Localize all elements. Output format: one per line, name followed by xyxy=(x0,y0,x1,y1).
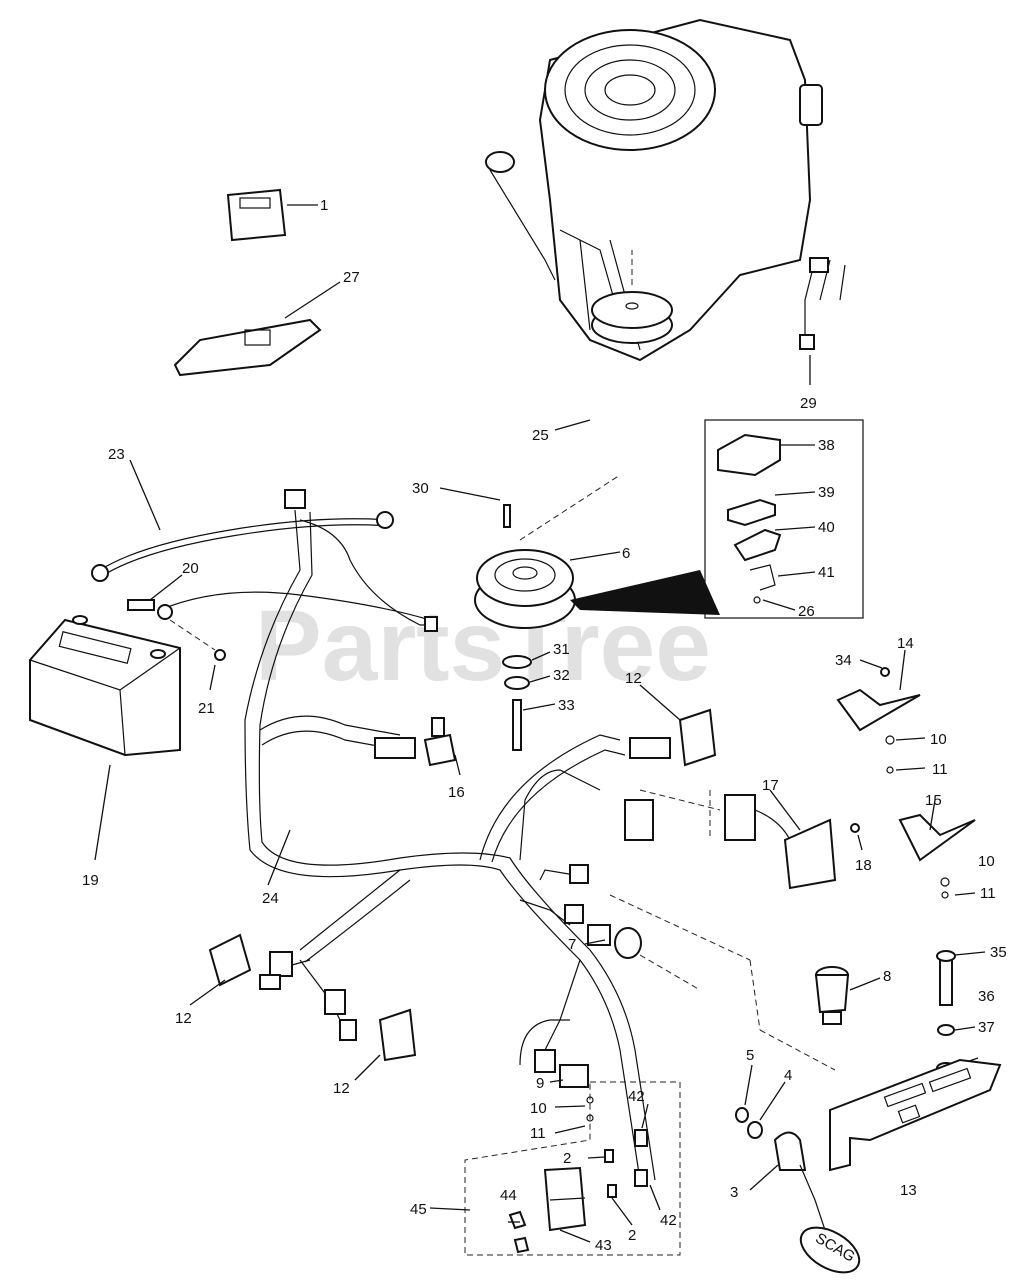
label-4: 4 xyxy=(784,1067,792,1084)
part-12-bottom-switch xyxy=(324,989,417,1081)
label-43: 43 xyxy=(595,1237,612,1254)
label-10-mid: 10 xyxy=(978,853,995,870)
part-29-plug xyxy=(799,257,846,385)
part-24-harness xyxy=(244,489,656,1181)
label-17: 17 xyxy=(762,777,779,794)
label-38: 38 xyxy=(818,437,835,454)
label-14: 14 xyxy=(897,635,914,652)
label-42-bottom: 42 xyxy=(660,1212,677,1229)
part-15-bracket xyxy=(898,799,976,899)
label-19: 19 xyxy=(82,872,99,889)
fuse-block-box xyxy=(429,1081,681,1256)
part-7-key-switch xyxy=(564,799,836,1071)
label-8: 8 xyxy=(883,968,891,985)
label-44: 44 xyxy=(500,1187,517,1204)
label-31: 31 xyxy=(553,641,570,658)
part-13-plate xyxy=(829,1058,1002,1172)
part-25-pulley xyxy=(554,250,673,431)
part-1-switch xyxy=(226,188,318,242)
label-10-bottom: 10 xyxy=(530,1100,547,1117)
label-15: 15 xyxy=(925,792,942,809)
label-42-top: 42 xyxy=(628,1088,645,1105)
label-9: 9 xyxy=(536,1075,544,1092)
callout-labels: 1 27 29 25 38 39 40 41 26 23 30 6 20 21 … xyxy=(82,197,1007,1254)
part-14-bracket xyxy=(836,649,926,774)
label-16: 16 xyxy=(448,784,465,801)
label-6: 6 xyxy=(622,545,630,562)
label-45: 45 xyxy=(410,1201,427,1218)
label-39: 39 xyxy=(818,484,835,501)
label-36: 36 xyxy=(978,988,995,1005)
part-30-pin xyxy=(439,487,511,528)
label-23: 23 xyxy=(108,446,125,463)
label-35: 35 xyxy=(990,944,1007,961)
label-11-top: 11 xyxy=(932,761,948,778)
part-27-bracket xyxy=(173,281,341,377)
part-12-top-switch xyxy=(629,684,717,767)
part-23-cable xyxy=(91,459,394,582)
part-19-battery xyxy=(29,615,181,861)
label-21: 21 xyxy=(198,700,215,717)
label-27: 27 xyxy=(343,269,360,286)
label-1: 1 xyxy=(320,197,328,214)
engine xyxy=(485,18,823,362)
label-41: 41 xyxy=(818,564,835,581)
label-34: 34 xyxy=(835,652,852,669)
label-12-top: 12 xyxy=(625,670,642,687)
parts-31-33-fasteners xyxy=(502,651,556,751)
label-18: 18 xyxy=(855,857,872,874)
label-12-left: 12 xyxy=(175,1010,192,1027)
label-37: 37 xyxy=(978,1019,995,1036)
label-3: 3 xyxy=(730,1184,738,1201)
label-2-bottom: 2 xyxy=(628,1227,636,1244)
parts-9-11-relay xyxy=(519,1019,594,1134)
label-25: 25 xyxy=(532,427,549,444)
label-12-bottom: 12 xyxy=(333,1080,350,1097)
part-8-light xyxy=(814,966,881,1025)
label-26: 26 xyxy=(798,603,815,620)
parts-3-5-key: SCAG xyxy=(735,1064,861,1274)
label-11-bottom: 11 xyxy=(530,1125,546,1142)
label-32: 32 xyxy=(553,667,570,684)
label-11-mid: 11 xyxy=(980,885,996,902)
label-24: 24 xyxy=(262,890,279,907)
label-2-top: 2 xyxy=(563,1150,571,1167)
part-16-switch xyxy=(374,717,461,776)
part-6-clutch xyxy=(474,474,720,629)
label-33: 33 xyxy=(558,697,575,714)
label-30: 30 xyxy=(412,480,429,497)
part-12-left-switch xyxy=(189,933,311,1006)
label-10-top: 10 xyxy=(930,731,947,748)
clutch-anchor-box xyxy=(704,419,864,619)
label-5: 5 xyxy=(746,1047,754,1064)
label-20: 20 xyxy=(182,560,199,577)
label-40: 40 xyxy=(818,519,835,536)
label-7: 7 xyxy=(568,936,576,953)
label-29: 29 xyxy=(800,395,817,412)
parts-35-37-hardware xyxy=(936,950,986,1074)
part-17-module xyxy=(639,789,863,890)
label-13: 13 xyxy=(900,1182,917,1199)
